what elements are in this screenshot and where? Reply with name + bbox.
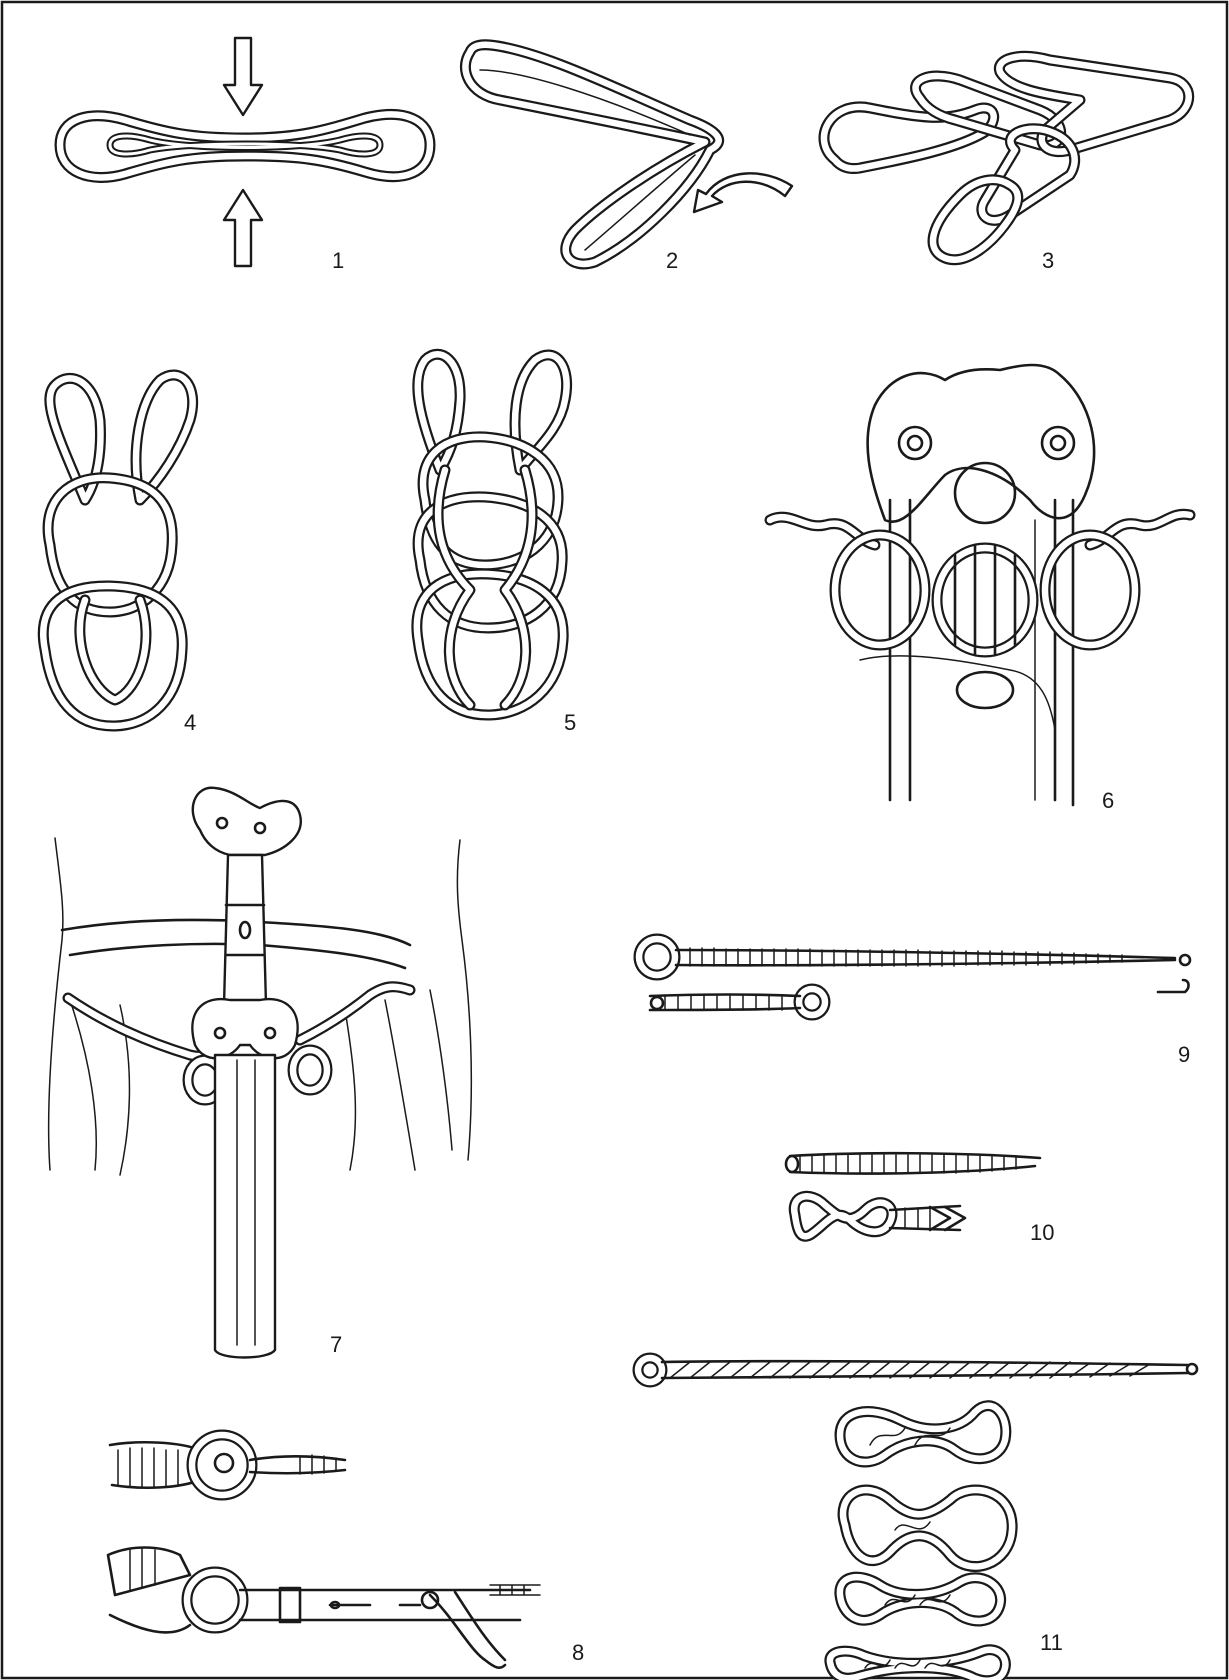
arrow-down-icon <box>224 38 262 115</box>
figure-5-double-loop-chain: 5 <box>417 354 576 735</box>
figure-7-label: 7 <box>330 1332 342 1357</box>
figure-11-label: 11 <box>1040 1630 1063 1655</box>
figure-6-scabbard-chain-mount: 6 <box>770 365 1190 813</box>
figure-4-label: 4 <box>184 710 196 735</box>
figure-5-label: 5 <box>564 710 576 735</box>
figure-3-label: 3 <box>1042 248 1054 273</box>
arrow-up-icon <box>224 190 262 266</box>
figure-1-pinched-loop: 1 <box>60 38 430 273</box>
figure-9-label: 9 <box>1178 1042 1190 1067</box>
figure-2-label: 2 <box>666 248 678 273</box>
figure-7-sword-belt: 7 <box>49 788 472 1358</box>
figure-10-chain-segments: 10 <box>786 1153 1054 1245</box>
figure-11-figure-eight-links: 11 <box>638 1358 1197 1680</box>
curved-arrow-icon <box>694 173 792 212</box>
figure-3-looped-chain: 3 <box>824 56 1189 273</box>
figure-8-label: 8 <box>572 1640 584 1665</box>
figure-10-label: 10 <box>1030 1220 1054 1245</box>
figure-6-label: 6 <box>1102 788 1114 813</box>
figure-1-label: 1 <box>332 248 344 273</box>
figure-2-bent-loop: 2 <box>465 45 792 273</box>
figure-8-belt-and-buckle: 8 <box>108 1435 584 1668</box>
figure-4-loop-in-loop-chain: 4 <box>43 375 196 735</box>
figure-9-fine-chains: 9 <box>639 939 1190 1067</box>
